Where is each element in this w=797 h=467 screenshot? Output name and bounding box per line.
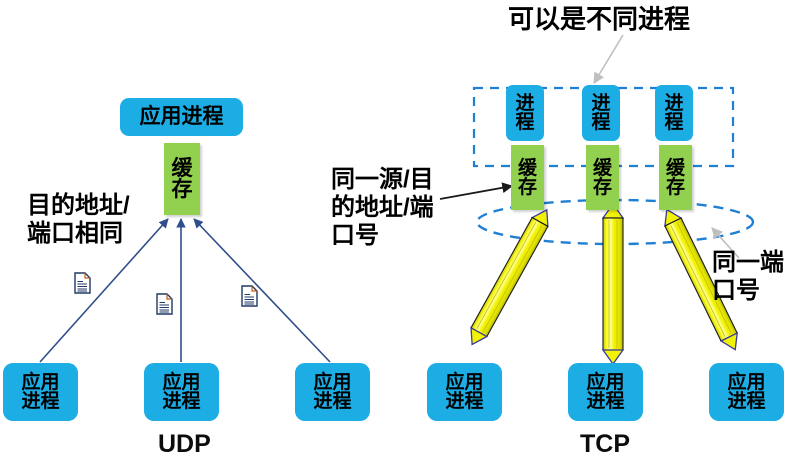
tcp-process-label-1: 进程: [515, 93, 535, 133]
udp-protocol-label: UDP: [158, 430, 211, 458]
tcp-process-box-3[interactable]: 进程: [655, 85, 693, 141]
tcp-process-box-1[interactable]: 进程: [506, 85, 544, 141]
udp-top-process-label: 应用进程: [139, 105, 224, 129]
udp-bottom-process-label-3: 应用进程: [313, 371, 352, 412]
different-processes-leader-line: [593, 34, 624, 84]
udp-bottom-process-box-2[interactable]: 应用进程: [144, 363, 219, 421]
tcp-process-label-3: 进程: [664, 93, 684, 133]
udp-bottom-process-box-3[interactable]: 应用进程: [295, 363, 370, 421]
udp-buffer-label: 缓存: [171, 157, 193, 201]
udp-bottom-process-label-1: 应用进程: [21, 371, 60, 412]
tcp-pipe-middle: [601, 202, 625, 366]
tcp-bottom-process-box-1[interactable]: 应用进程: [427, 363, 502, 421]
different-processes-note: 可以是不同进程: [508, 4, 691, 34]
tcp-buffer-box-3[interactable]: 缓存: [659, 145, 692, 210]
udp-bottom-process-label-2: 应用进程: [162, 371, 201, 412]
document-icon: [74, 272, 91, 294]
udp-top-process-box[interactable]: 应用进程: [120, 98, 243, 136]
tcp-process-label-2: 进程: [591, 93, 611, 133]
tcp-bottom-process-label-3: 应用进程: [727, 371, 766, 412]
tcp-process-box-2[interactable]: 进程: [582, 85, 620, 141]
same-endpoint-pointer-arrow: [439, 182, 514, 200]
udp-buffer-box[interactable]: 缓存: [164, 143, 200, 215]
tcp-buffer-label-3: 缓存: [666, 157, 686, 198]
tcp-buffer-label-2: 缓存: [593, 157, 613, 198]
tcp-buffer-box-2[interactable]: 缓存: [586, 145, 619, 210]
tcp-pipe-left: [470, 208, 549, 346]
tcp-buffer-box-1[interactable]: 缓存: [511, 145, 544, 210]
tcp-right-annotation-label: 同一端 口号: [712, 249, 784, 304]
tcp-bottom-process-box-3[interactable]: 应用进程: [709, 363, 784, 421]
document-icon: [241, 285, 258, 307]
tcp-buffer-label-1: 缓存: [518, 157, 538, 198]
document-icon: [156, 293, 173, 315]
udp-bottom-process-box-1[interactable]: 应用进程: [3, 363, 78, 421]
tcp-bottom-process-box-2[interactable]: 应用进程: [568, 363, 643, 421]
tcp-bottom-process-label-1: 应用进程: [445, 371, 484, 412]
tcp-bottom-process-label-2: 应用进程: [586, 371, 625, 412]
udp-annotation-label: 目的地址/ 端口相同: [27, 192, 130, 247]
udp-arrow-right: [193, 218, 331, 363]
tcp-protocol-label: TCP: [580, 430, 630, 458]
tcp-left-annotation-label: 同一源/目 的地址/端 口号: [331, 166, 434, 249]
